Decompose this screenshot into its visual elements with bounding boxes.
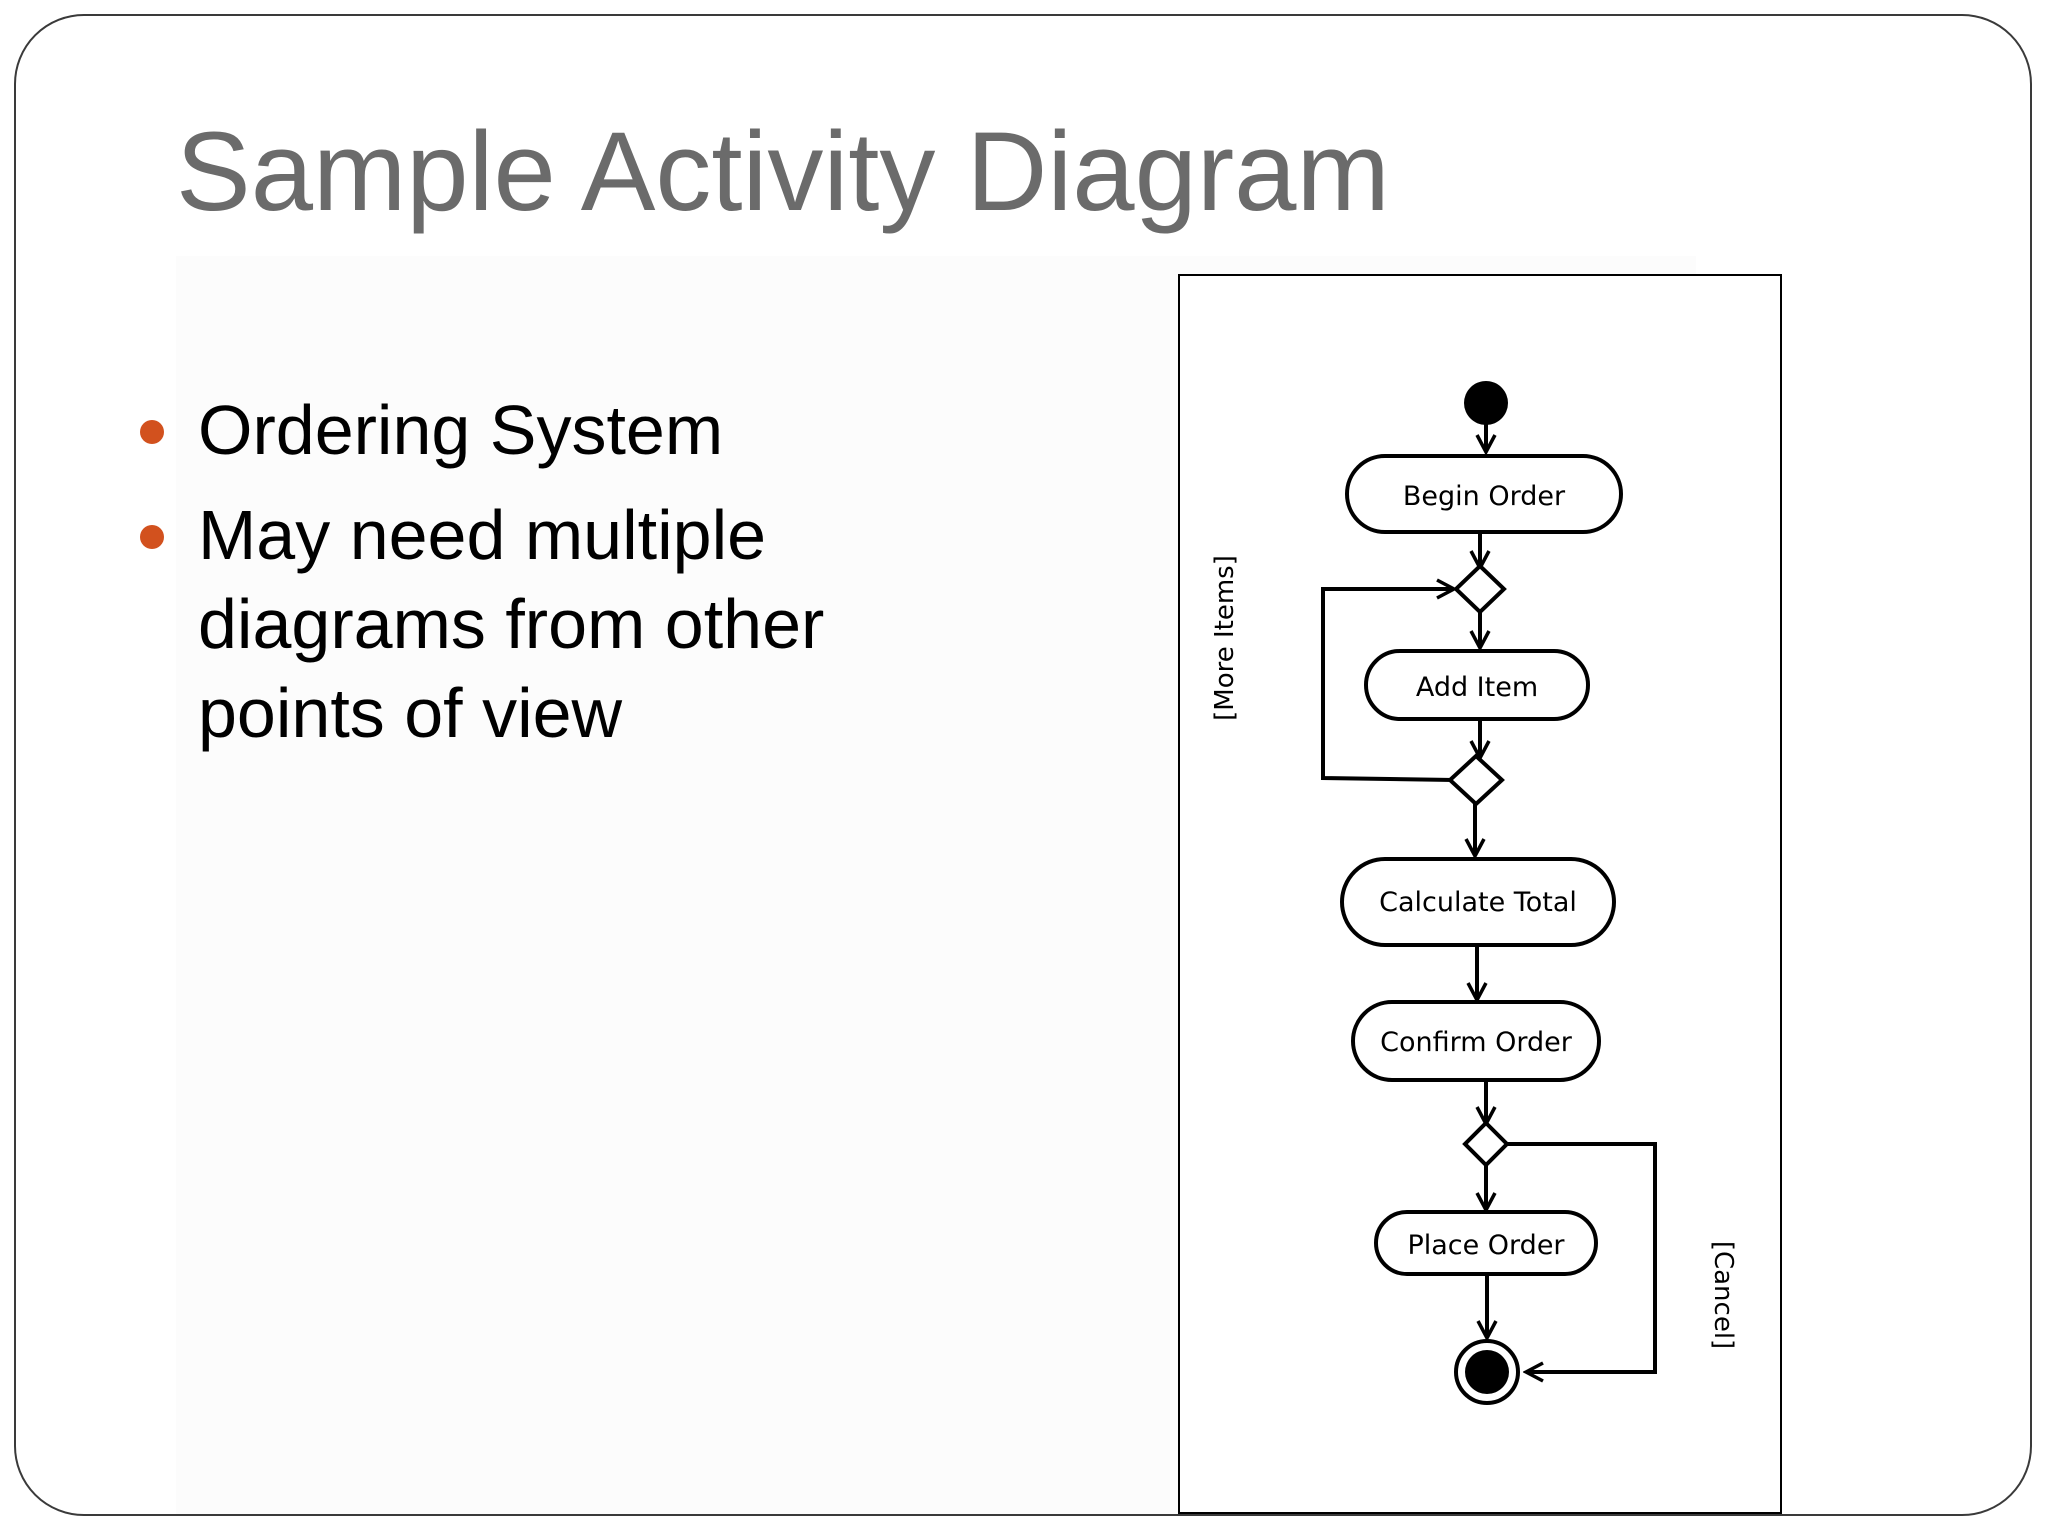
decision-node-icon <box>1447 753 1505 807</box>
action-label: Add Item <box>1416 672 1538 703</box>
slide-title: Sample Activity Diagram <box>176 109 1390 234</box>
guard-cancel: [Cancel] <box>1708 1241 1738 1349</box>
bullet-text: Ordering System <box>198 391 724 469</box>
activity-diagram: Begin Order Add Item Calculate Total Con… <box>1178 274 1782 1514</box>
action-confirm-order: Confirm Order <box>1351 1000 1601 1082</box>
action-label: Calculate Total <box>1379 887 1577 918</box>
action-label: Begin Order <box>1403 481 1566 512</box>
action-place-order: Place Order <box>1374 1210 1598 1276</box>
guard-more-items: [More Items] <box>1210 555 1240 721</box>
edge-more-items-loop <box>1321 589 1454 782</box>
action-label: Confirm Order <box>1380 1027 1573 1058</box>
final-node-icon <box>1454 1339 1520 1405</box>
action-begin-order: Begin Order <box>1345 454 1623 534</box>
action-calculate-total: Calculate Total <box>1340 857 1616 947</box>
bullet-item: Ordering System <box>126 386 926 475</box>
action-add-item: Add Item <box>1364 649 1590 721</box>
slide: Sample Activity Diagram Ordering System … <box>14 14 2032 1516</box>
bullet-item: May need multiple diagrams from other po… <box>126 491 926 758</box>
activity-diagram-canvas: Begin Order Add Item Calculate Total Con… <box>1210 381 1738 1405</box>
bullet-text: May need multiple diagrams from other po… <box>198 496 825 752</box>
initial-node-icon <box>1464 381 1508 425</box>
bullet-list: Ordering System May need multiple diagra… <box>126 386 926 774</box>
decision-node-icon <box>1462 1120 1510 1168</box>
bullet-dot-icon <box>140 525 164 549</box>
flow-edges <box>1321 386 1657 1372</box>
bullet-dot-icon <box>140 420 164 444</box>
merge-node-icon <box>1453 563 1507 615</box>
action-label: Place Order <box>1407 1230 1565 1261</box>
edge-cancel-path <box>1507 1142 1657 1372</box>
